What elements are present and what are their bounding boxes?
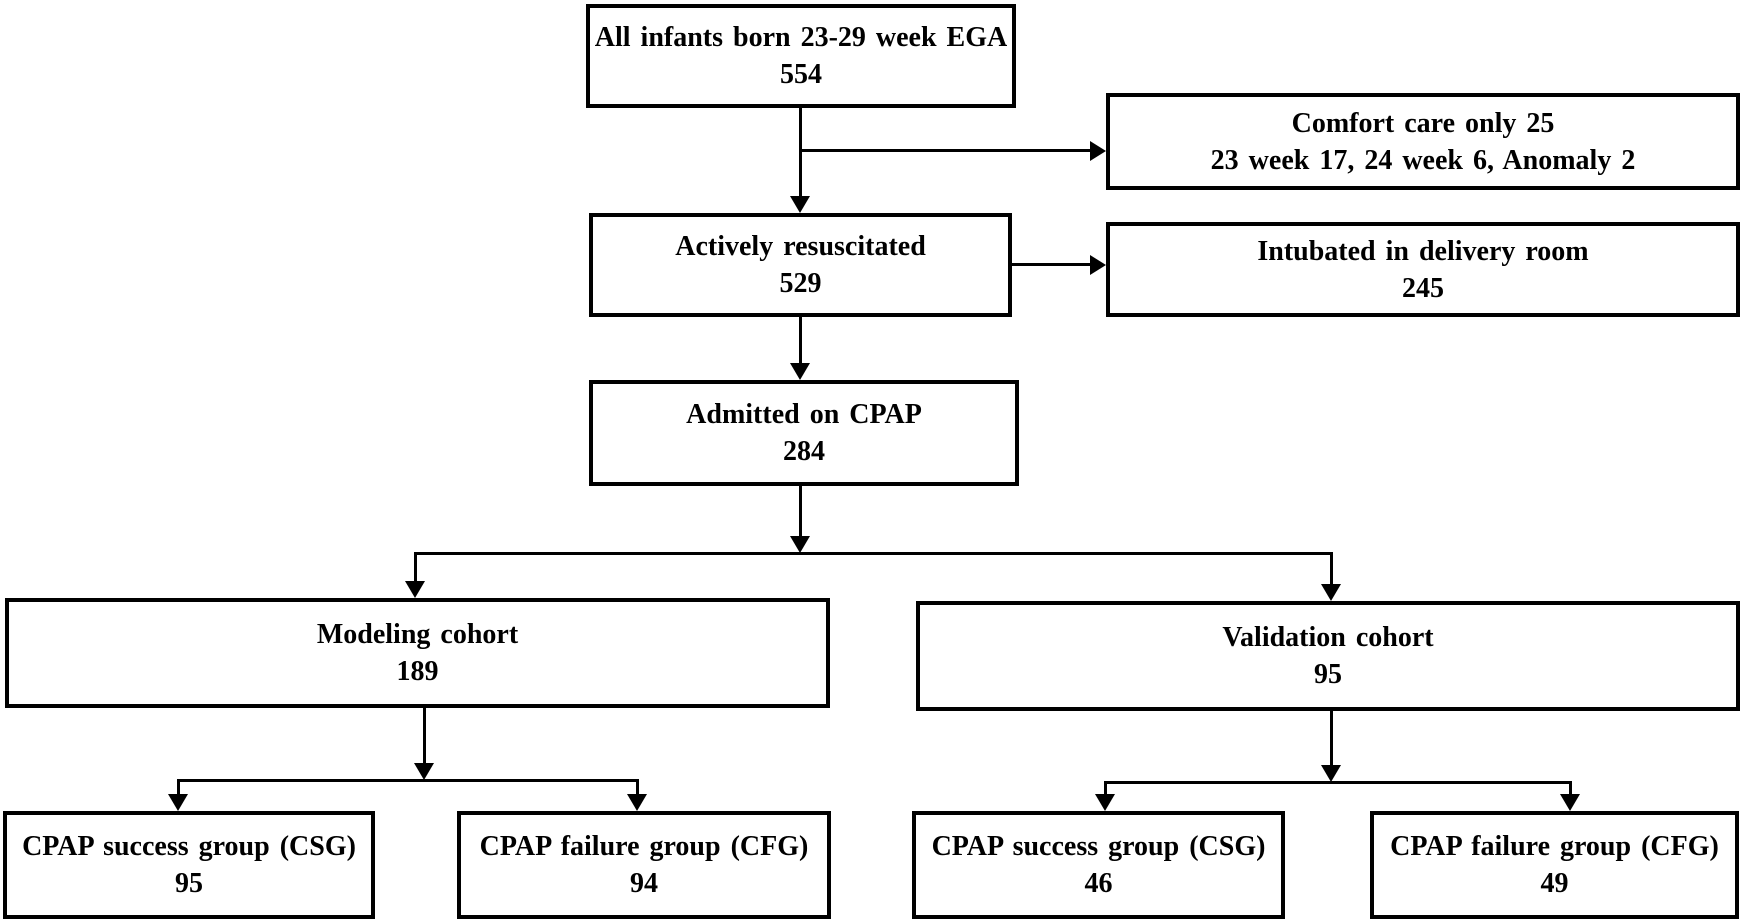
node-actively-resuscitated-label: Actively resuscitated	[675, 231, 926, 262]
node-intubated-count: 245	[1402, 272, 1444, 304]
node-validation-csg: CPAP success group (CSG) 46	[912, 811, 1285, 919]
node-validation-cfg-count: 49	[1540, 868, 1569, 899]
connector-split-to-modeling-arrowhead	[405, 581, 425, 598]
node-modeling-csg: CPAP success group (CSG) 95	[3, 811, 375, 919]
connector-actively-to-intubated-line	[1012, 263, 1090, 266]
node-admitted-count: 284	[783, 436, 825, 467]
connector-split-to-modeling-cfg-arrowhead	[627, 794, 647, 811]
connector-split-to-validation-csg-arrowhead	[1095, 794, 1115, 811]
connector-actively-to-admitted-arrowhead	[790, 363, 810, 380]
node-comfort-care-label: Comfort care only 25	[1291, 107, 1555, 139]
node-all-infants-label: All infants born 23-29 week EGA	[594, 22, 1008, 53]
connector-split-to-validation-arrowhead	[1321, 584, 1341, 601]
connector-split-to-modeling-line	[414, 552, 417, 582]
node-modeling-cohort-label: Modeling cohort	[316, 619, 519, 650]
node-actively-resuscitated-count: 529	[779, 268, 822, 299]
connector-admitted-to-split-arrowhead	[790, 536, 810, 553]
node-validation-cfg-label: CPAP failure group (CFG)	[1390, 831, 1719, 862]
connector-branch-to-comfort-arrowhead	[1090, 141, 1106, 161]
node-validation-cohort: Validation cohort 95	[916, 601, 1740, 711]
node-modeling-cfg-label: CPAP failure group (CFG)	[479, 831, 809, 862]
node-modeling-csg-count: 95	[175, 868, 203, 899]
connector-validation-to-split-line	[1330, 711, 1333, 766]
node-all-infants: All infants born 23-29 week EGA 554	[586, 4, 1016, 108]
connector-actively-to-intubated-arrowhead	[1090, 255, 1106, 275]
node-comfort-care: Comfort care only 25 23 week 17, 24 week…	[1106, 93, 1740, 190]
connector-modeling-to-split-arrowhead	[414, 763, 434, 780]
connector-modeling-split-line	[177, 779, 639, 782]
connector-allinfants-to-actively-line	[799, 108, 802, 199]
node-validation-cfg: CPAP failure group (CFG) 49	[1370, 811, 1739, 919]
connector-actively-to-admitted-line	[799, 317, 802, 363]
connector-split-to-validation-csg-line	[1104, 781, 1107, 795]
connector-modeling-to-split-line	[423, 708, 426, 764]
node-modeling-csg-label: CPAP success group (CSG)	[22, 831, 356, 862]
node-modeling-cohort: Modeling cohort 189	[5, 598, 830, 708]
node-validation-cohort-count: 95	[1314, 659, 1342, 690]
node-intubated-label: Intubated in delivery room	[1257, 235, 1589, 267]
connector-validation-split-line	[1104, 781, 1572, 784]
connector-validation-to-split-arrowhead	[1321, 765, 1341, 782]
connector-admitted-to-split-line	[799, 486, 802, 536]
node-validation-cohort-label: Validation cohort	[1222, 622, 1434, 653]
connector-branch-to-comfort-line	[799, 149, 1090, 152]
connector-split-to-validation-cfg-arrowhead	[1560, 794, 1580, 811]
connector-allinfants-to-actively-arrowhead	[790, 196, 810, 213]
node-all-infants-count: 554	[780, 59, 822, 90]
node-validation-csg-count: 46	[1084, 868, 1113, 899]
connector-split-to-validation-line	[1330, 552, 1333, 584]
node-admitted-label: Admitted on CPAP	[686, 399, 922, 430]
node-intubated-delivery-room: Intubated in delivery room 245	[1106, 222, 1740, 317]
connector-split-to-validation-cfg-line	[1569, 781, 1572, 795]
node-modeling-cfg-count: 94	[630, 868, 658, 899]
connector-split-to-modeling-csg-line	[177, 779, 180, 795]
connector-split-to-modeling-cfg-line	[636, 779, 639, 795]
node-validation-csg-label: CPAP success group (CSG)	[931, 831, 1266, 862]
node-admitted-on-cpap: Admitted on CPAP 284	[589, 380, 1019, 486]
node-modeling-cohort-count: 189	[396, 656, 439, 687]
node-actively-resuscitated: Actively resuscitated 529	[589, 213, 1012, 317]
connector-cohort-split-line	[414, 552, 1333, 555]
node-comfort-care-breakdown: 23 week 17, 24 week 6, Anomaly 2	[1210, 144, 1636, 176]
node-modeling-cfg: CPAP failure group (CFG) 94	[457, 811, 831, 919]
connector-split-to-modeling-csg-arrowhead	[168, 794, 188, 811]
